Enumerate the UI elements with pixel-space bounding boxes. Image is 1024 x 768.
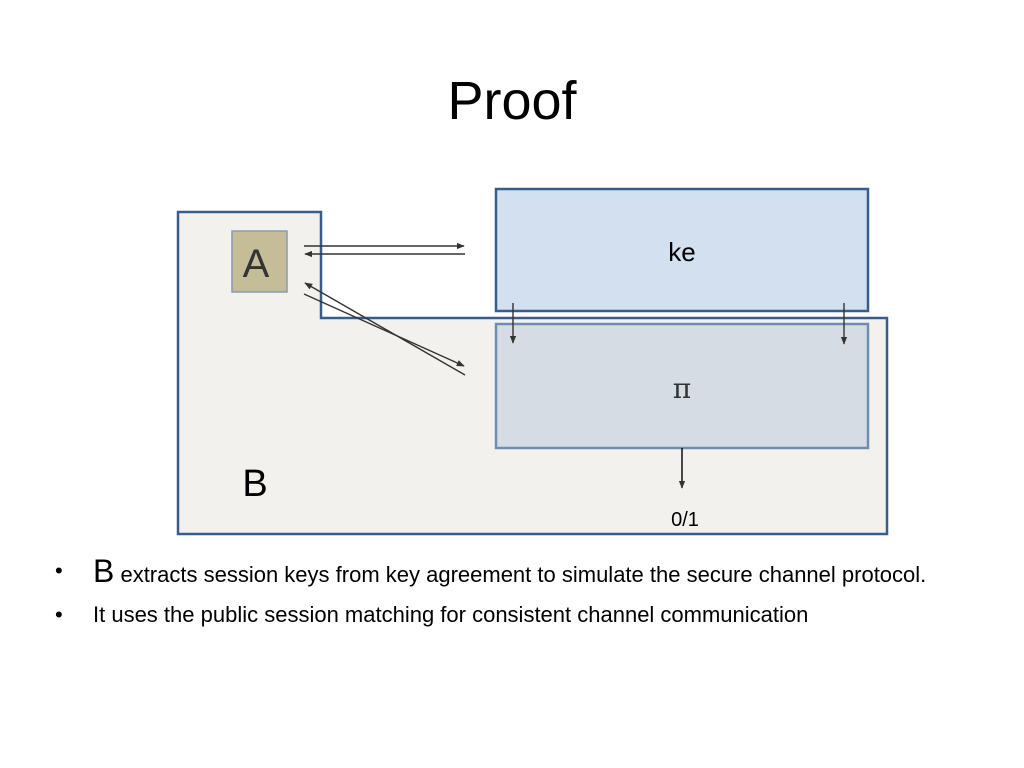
bullet-item-1: • B extracts session keys from key agree… [55, 553, 985, 590]
bullet-marker: • [55, 602, 63, 627]
adversary-a-box [231, 230, 288, 293]
output-label: 0/1 [671, 509, 699, 531]
key-exchange-box [494, 187, 870, 313]
protocol-pi-label: π [673, 372, 691, 405]
bullet-lead-b: B [93, 553, 115, 589]
key-exchange-label: ke [668, 237, 695, 267]
bullet-marker: • [55, 558, 63, 583]
arrow-pi-to-a [304, 282, 466, 376]
bullet-text-1: extracts session keys from key agreement… [114, 562, 927, 587]
arrow-a-to-pi [303, 293, 465, 367]
reduction-b-label: B [242, 463, 267, 505]
adversary-a-label: A [243, 242, 270, 286]
slide-title: Proof [447, 71, 577, 131]
bullet-item-2: • It uses the public session matching fo… [55, 600, 985, 630]
protocol-pi-box [494, 322, 870, 450]
bullet-text-2: It uses the public session matching for … [93, 602, 809, 627]
bullet-list: • B extracts session keys from key agree… [55, 553, 985, 630]
